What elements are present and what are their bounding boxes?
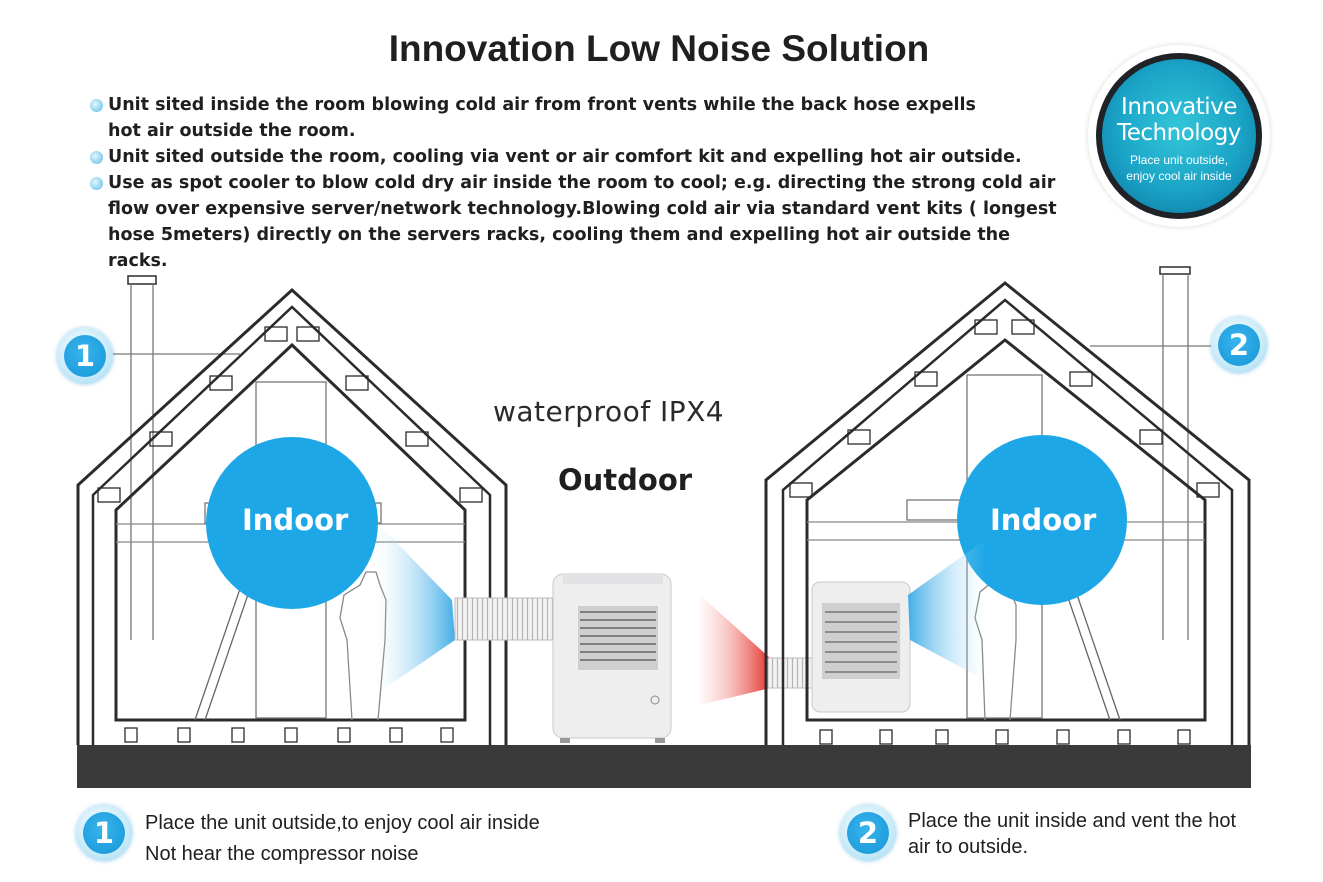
- outdoor-label: Outdoor: [558, 463, 693, 497]
- left-indoor-circle: [206, 437, 378, 609]
- caption-1-badge: 1: [76, 805, 132, 861]
- scene-number-2-badge: 2: [1211, 317, 1267, 373]
- innovative-technology-badge: Innovative Technology Place unit outside…: [1088, 45, 1270, 227]
- caption-1-number: 1: [83, 812, 125, 854]
- right-hose: [767, 657, 817, 689]
- page-title: Innovation Low Noise Solution: [388, 28, 930, 69]
- scene-number-2: 2: [1218, 324, 1260, 366]
- bullet-text: Unit sited outside the room, cooling via…: [108, 147, 1022, 167]
- left-hose: [454, 597, 554, 641]
- ground: [77, 745, 1251, 788]
- caption-2-number: 2: [847, 812, 889, 854]
- scene-number-1-badge: 1: [57, 328, 113, 384]
- bullet-dot-icon: [90, 177, 103, 190]
- right-indoor-label: Indoor: [990, 503, 1097, 537]
- caption-1: Place the unit outside,to enjoy cool air…: [145, 808, 540, 870]
- caption-2-line1: Place the unit inside and vent the hot: [908, 810, 1237, 832]
- caption-2: Place the unit inside and vent the hot a…: [908, 808, 1236, 860]
- bullet-item: Unit sited inside the room blowing cold …: [90, 92, 990, 144]
- caption-1-line1: Place the unit outside,to enjoy cool air…: [145, 812, 540, 834]
- left-indoor-label: Indoor: [242, 503, 349, 537]
- caption-2-badge: 2: [840, 805, 896, 861]
- badge-line1: Innovative: [1121, 94, 1237, 120]
- badge-line2: Technology: [1117, 120, 1241, 146]
- bullet-dot-icon: [90, 151, 103, 164]
- bullet-item: Unit sited outside the room, cooling via…: [90, 144, 1080, 170]
- bullet-text: Use as spot cooler to blow cold dry air …: [108, 173, 1057, 271]
- bullet-list: Unit sited inside the room blowing cold …: [90, 92, 1080, 274]
- indoor-ac-unit: [811, 581, 911, 713]
- hot-airflow: [700, 595, 770, 705]
- caption-1-line2: Not hear the compressor noise: [145, 843, 419, 865]
- waterproof-label: waterproof IPX4: [493, 395, 725, 428]
- right-house: [764, 266, 1251, 745]
- badge-sub2: enjoy cool air inside: [1126, 169, 1232, 183]
- outdoor-ac-unit: [552, 573, 672, 743]
- right-cold-airflow: [908, 540, 985, 680]
- right-indoor-circle: [957, 435, 1127, 605]
- left-cold-airflow: [375, 520, 455, 695]
- bullet-text: Unit sited inside the room blowing cold …: [108, 95, 976, 141]
- scene-number-1: 1: [64, 335, 106, 377]
- badge-sub1: Place unit outside,: [1129, 153, 1229, 167]
- bullet-item: Use as spot cooler to blow cold dry air …: [90, 170, 1060, 274]
- bullet-dot-icon: [90, 99, 103, 112]
- caption-2-line2: air to outside.: [908, 836, 1029, 858]
